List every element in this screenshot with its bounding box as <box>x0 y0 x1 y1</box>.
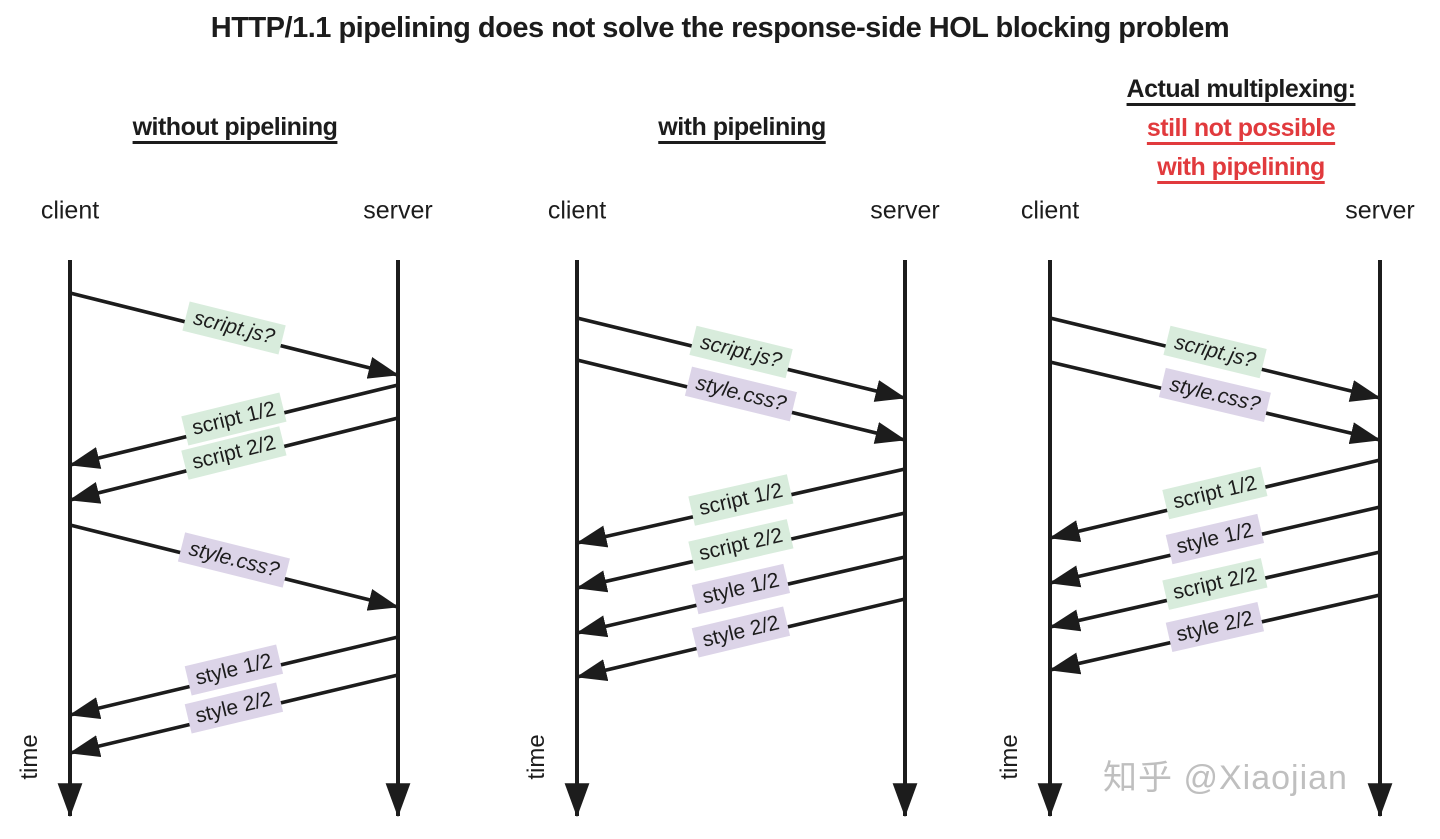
panel-heading-line: Actual multiplexing: <box>1126 75 1356 103</box>
actor-label-server: server <box>1345 196 1415 225</box>
message-label: style 1/2 <box>1165 513 1265 565</box>
actor-label-client: client <box>1020 196 1080 225</box>
message-label: style 2/2 <box>1165 601 1265 652</box>
message-label: script 2/2 <box>688 518 794 571</box>
message-label: script.js? <box>182 301 286 355</box>
message-label: script 1/2 <box>688 474 794 526</box>
panel-heading-actual-multiplexing: Actual multiplexing: still not possible wi… <box>1127 70 1356 187</box>
message-label: style.css? <box>177 532 291 588</box>
time-axis-label: time <box>16 734 43 780</box>
actor-label-client: client <box>547 196 607 225</box>
actor-label-server: server <box>363 196 433 225</box>
time-axis-label: time <box>996 734 1023 780</box>
message-label: style 1/2 <box>691 563 791 615</box>
message-label: script 1/2 <box>1162 466 1268 520</box>
page-title: HTTP/1.1 pipelining does not solve the r… <box>210 12 1230 44</box>
panel-heading-line: with pipelining <box>658 113 826 141</box>
panel-heading-line: with pipelining <box>1157 153 1325 181</box>
actor-label-server: server <box>870 196 940 225</box>
panel-heading-line: without pipelining <box>132 113 338 141</box>
time-axis-label: time <box>523 734 550 780</box>
panel-heading-line: still not possible <box>1146 114 1336 142</box>
panel-heading-without-pipelining: without pipelining <box>133 108 338 147</box>
actor-label-client: client <box>40 196 100 225</box>
panel-heading-with-pipelining: with pipelining <box>658 108 826 147</box>
message-label: style 2/2 <box>691 606 791 658</box>
watermark: 知乎 @Xiaojian <box>1103 759 1348 797</box>
message-label: script 2/2 <box>1162 557 1268 610</box>
